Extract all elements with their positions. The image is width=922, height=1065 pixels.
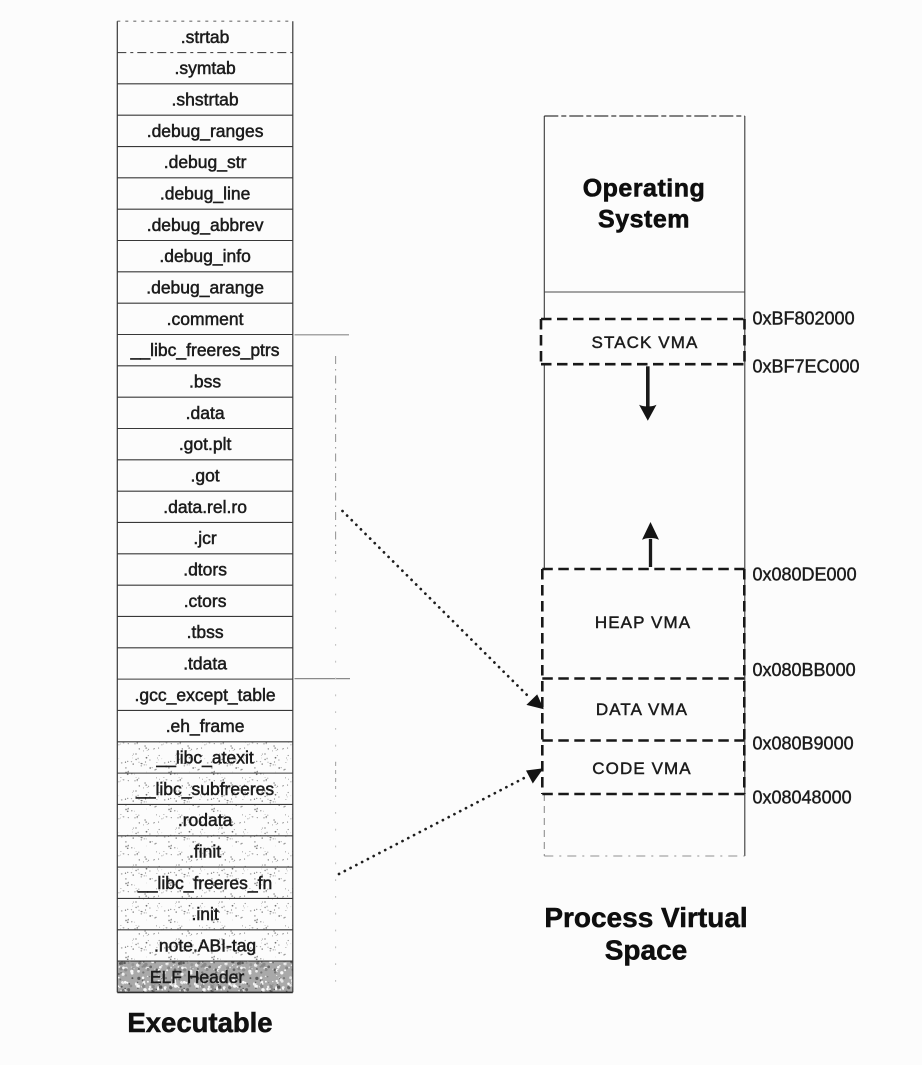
svg-text:Space: Space <box>605 935 688 966</box>
svg-text:.comment: .comment <box>167 309 244 329</box>
svg-text:Operating: Operating <box>583 175 706 203</box>
svg-text:HEAP VMA: HEAP VMA <box>595 613 691 632</box>
svg-text:__libc_freeres_fn: __libc_freeres_fn <box>137 873 272 894</box>
svg-text:.init: .init <box>191 904 218 924</box>
svg-text:__libc_atexit: __libc_atexit <box>155 747 253 768</box>
svg-text:Process Virtual: Process Virtual <box>544 902 747 933</box>
svg-text:ELF Header: ELF Header <box>150 967 245 987</box>
svg-text:.shstrtab: .shstrtab <box>172 90 239 110</box>
svg-text:.got.plt: .got.plt <box>179 434 232 454</box>
svg-text:System: System <box>598 206 690 234</box>
svg-text:DATA VMA: DATA VMA <box>596 700 688 719</box>
svg-text:CODE VMA: CODE VMA <box>592 759 691 778</box>
svg-text:.finit: .finit <box>189 841 221 861</box>
svg-text:0x080DE000: 0x080DE000 <box>753 565 857 585</box>
svg-text:.got: .got <box>190 465 219 485</box>
svg-text:0xBF7EC000: 0xBF7EC000 <box>753 357 860 377</box>
svg-text:__libc_subfreeres: __libc_subfreeres <box>135 779 274 800</box>
svg-text:.dtors: .dtors <box>183 559 227 579</box>
svg-text:.debug_arange: .debug_arange <box>146 278 264 299</box>
svg-text:.debug_line: .debug_line <box>160 184 251 205</box>
svg-text:.ctors: .ctors <box>184 591 227 611</box>
svg-text:.note.ABI-tag: .note.ABI-tag <box>154 935 256 955</box>
svg-text:.rodata: .rodata <box>178 810 233 830</box>
svg-text:.data: .data <box>186 403 225 423</box>
svg-text:.debug_str: .debug_str <box>164 152 247 173</box>
svg-text:.bss: .bss <box>189 372 221 392</box>
svg-text:.jcr: .jcr <box>193 528 217 548</box>
svg-text:0x080B9000: 0x080B9000 <box>753 734 854 754</box>
svg-text:0x080BB000: 0x080BB000 <box>753 660 856 680</box>
svg-text:.symtab: .symtab <box>174 58 235 78</box>
svg-text:Executable: Executable <box>127 1007 272 1038</box>
svg-text:.debug_abbrev: .debug_abbrev <box>147 215 264 236</box>
svg-text:.data.rel.ro: .data.rel.ro <box>163 497 247 517</box>
svg-text:.tdata: .tdata <box>183 653 227 673</box>
svg-text:.gcc_except_table: .gcc_except_table <box>135 685 276 706</box>
svg-text:0xBF802000: 0xBF802000 <box>753 309 855 329</box>
svg-text:.strtab: .strtab <box>181 27 230 47</box>
svg-text:__libc_freeres_ptrs: __libc_freeres_ptrs <box>130 340 280 361</box>
svg-text:0x08048000: 0x08048000 <box>753 788 852 808</box>
svg-text:.tbss: .tbss <box>187 622 224 642</box>
svg-text:.eh_frame: .eh_frame <box>166 716 245 737</box>
svg-text:STACK VMA: STACK VMA <box>592 333 699 352</box>
svg-text:.debug_info: .debug_info <box>159 246 250 267</box>
svg-text:.debug_ranges: .debug_ranges <box>147 121 264 142</box>
